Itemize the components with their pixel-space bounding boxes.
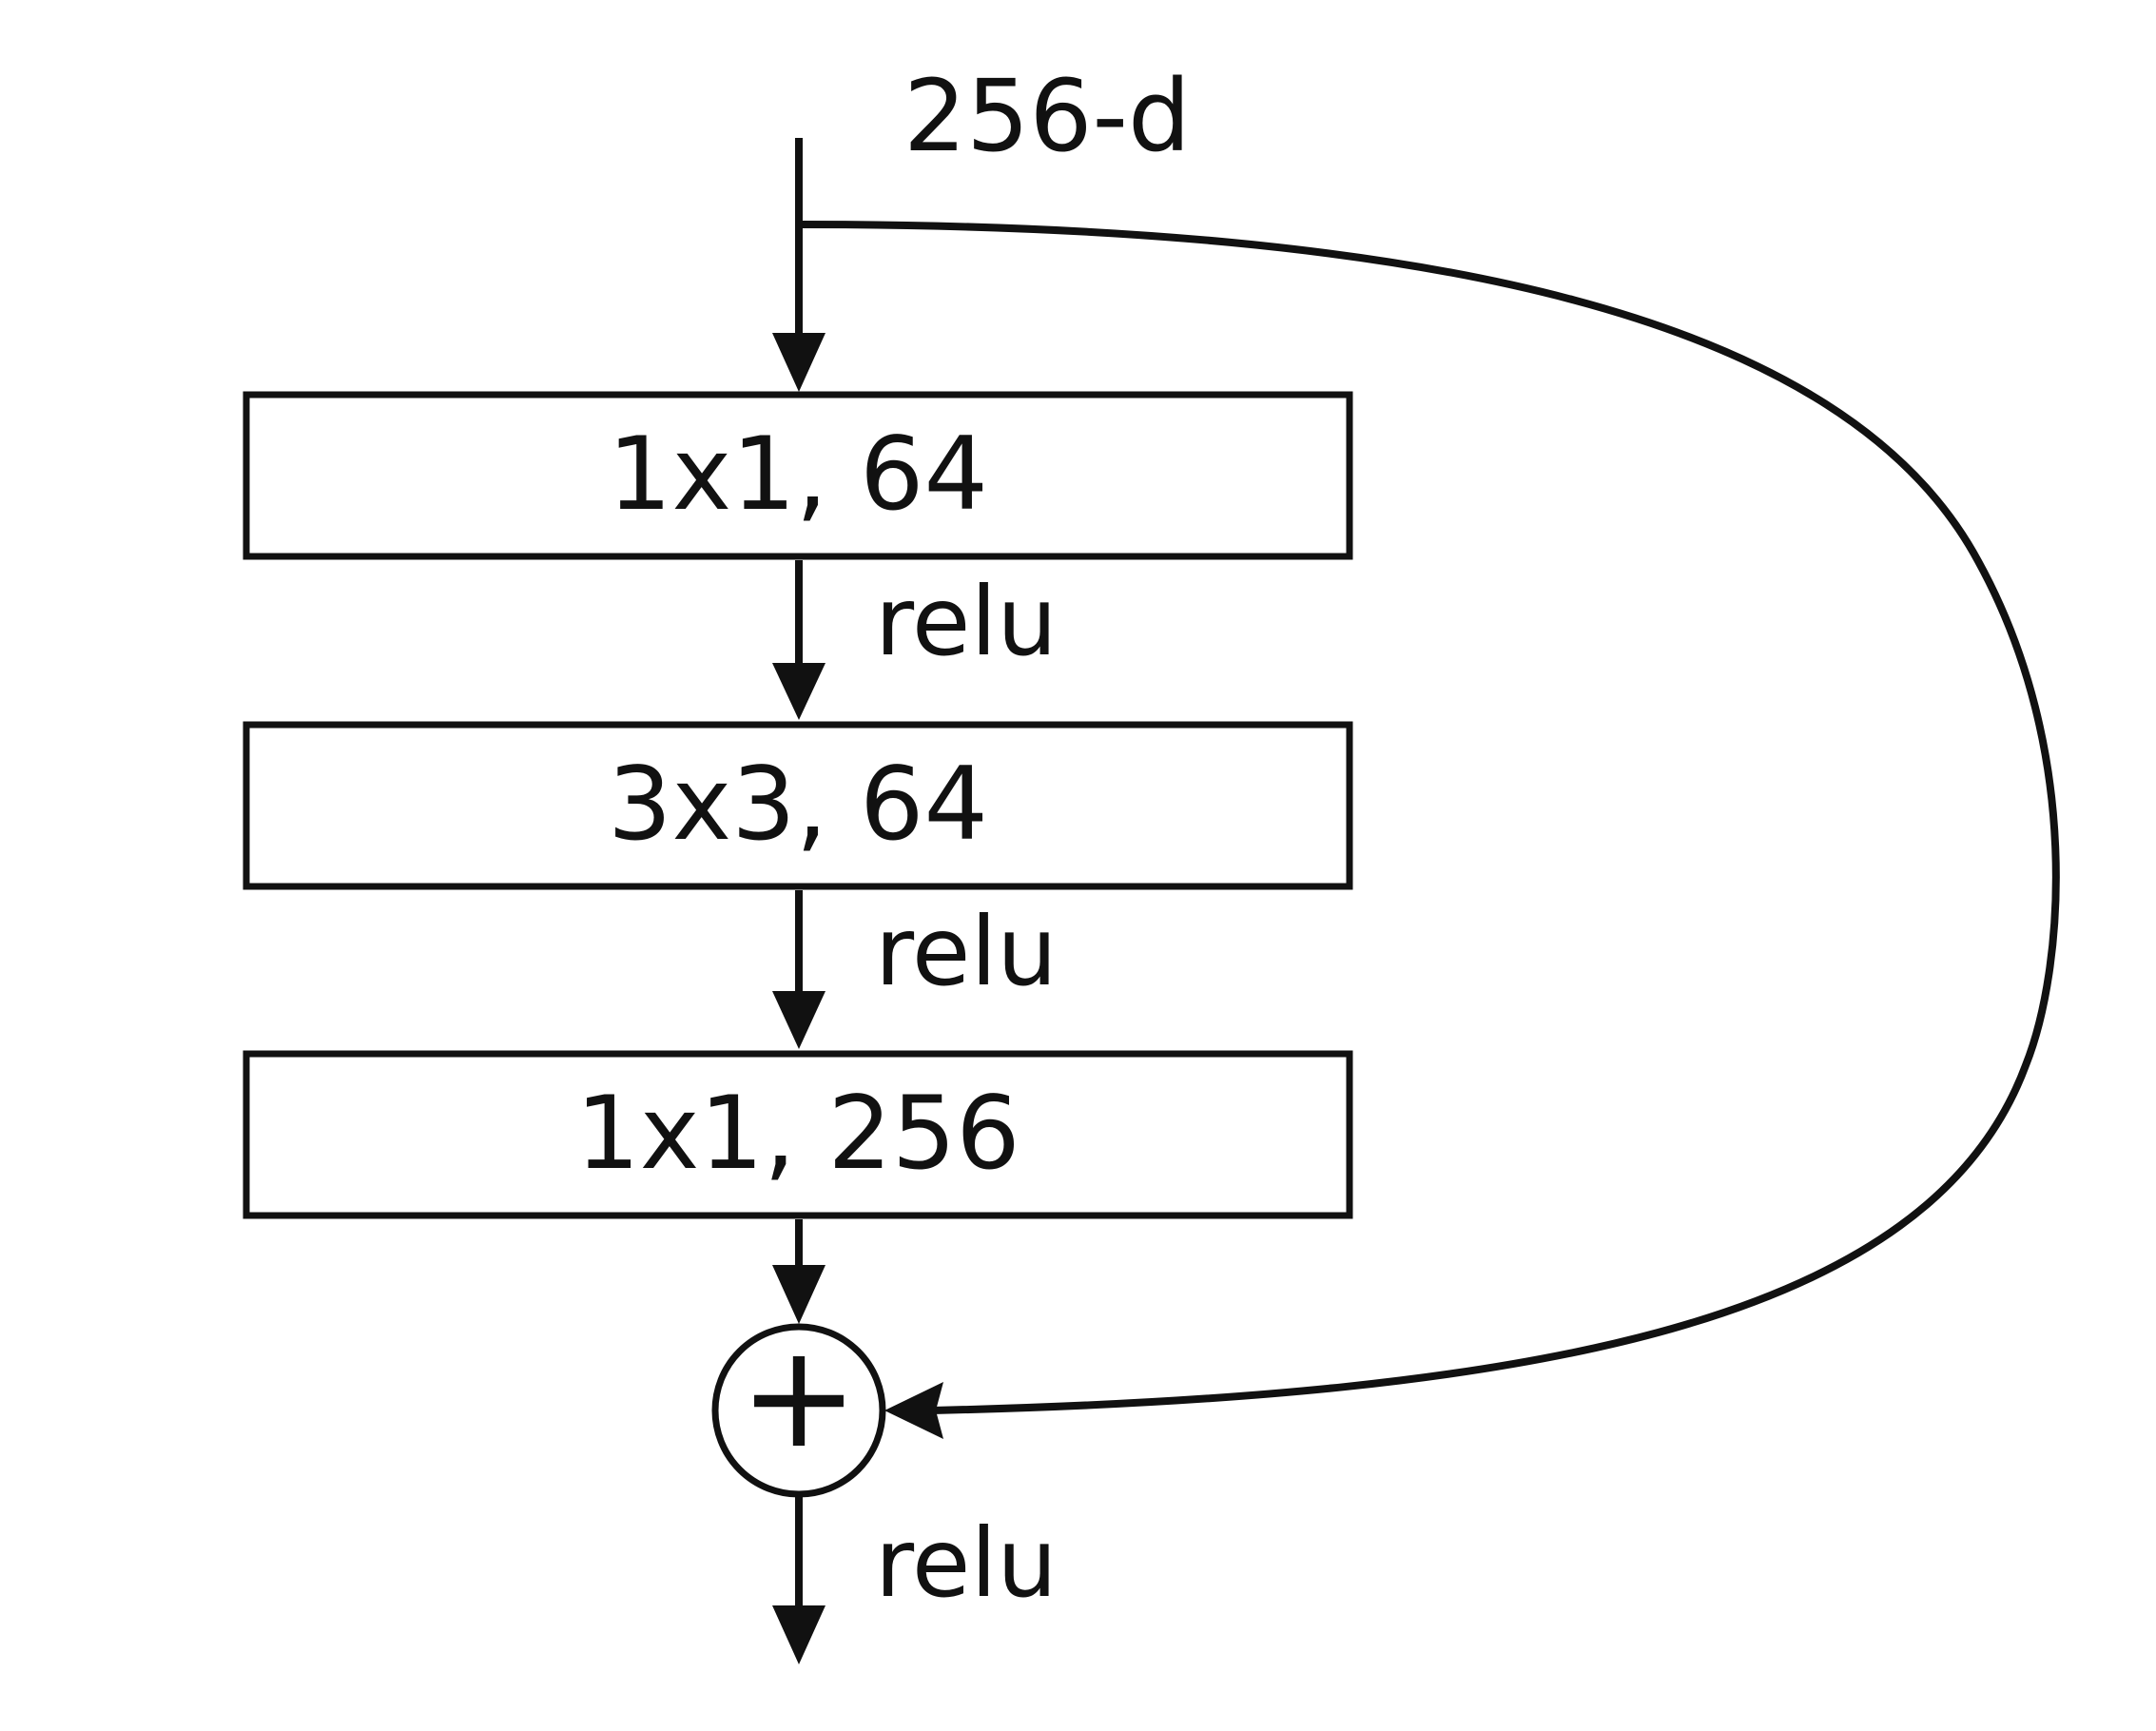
- conv-layer-3-label: 1x1, 256: [575, 1075, 1020, 1192]
- conv-layer-1-label: 1x1, 64: [608, 416, 988, 533]
- input-arrowhead: [772, 333, 825, 392]
- connector-3-add-arrowhead: [772, 1265, 825, 1324]
- conv-layer-3-box: [243, 1050, 1353, 1219]
- identity-shortcut-line: [798, 221, 2060, 1414]
- input-dimension-label: 256-d: [903, 58, 1191, 174]
- activation-label-1: relu: [875, 566, 1058, 677]
- output-activation-label: relu: [875, 1507, 1058, 1619]
- output-arrowhead: [772, 1605, 825, 1664]
- shortcut-arrowhead: [884, 1382, 943, 1439]
- conv-layer-2-label: 3x3, 64: [608, 746, 988, 863]
- activation-label-2: relu: [875, 896, 1058, 1007]
- conv-layer-2-box: [243, 721, 1353, 890]
- addition-symbol: +: [739, 1314, 859, 1480]
- connector-1-2-arrowhead: [772, 663, 825, 720]
- connector-2-3-arrowhead: [772, 991, 825, 1049]
- conv-layer-1-box: [243, 391, 1353, 560]
- addition-node: +: [711, 1314, 886, 1498]
